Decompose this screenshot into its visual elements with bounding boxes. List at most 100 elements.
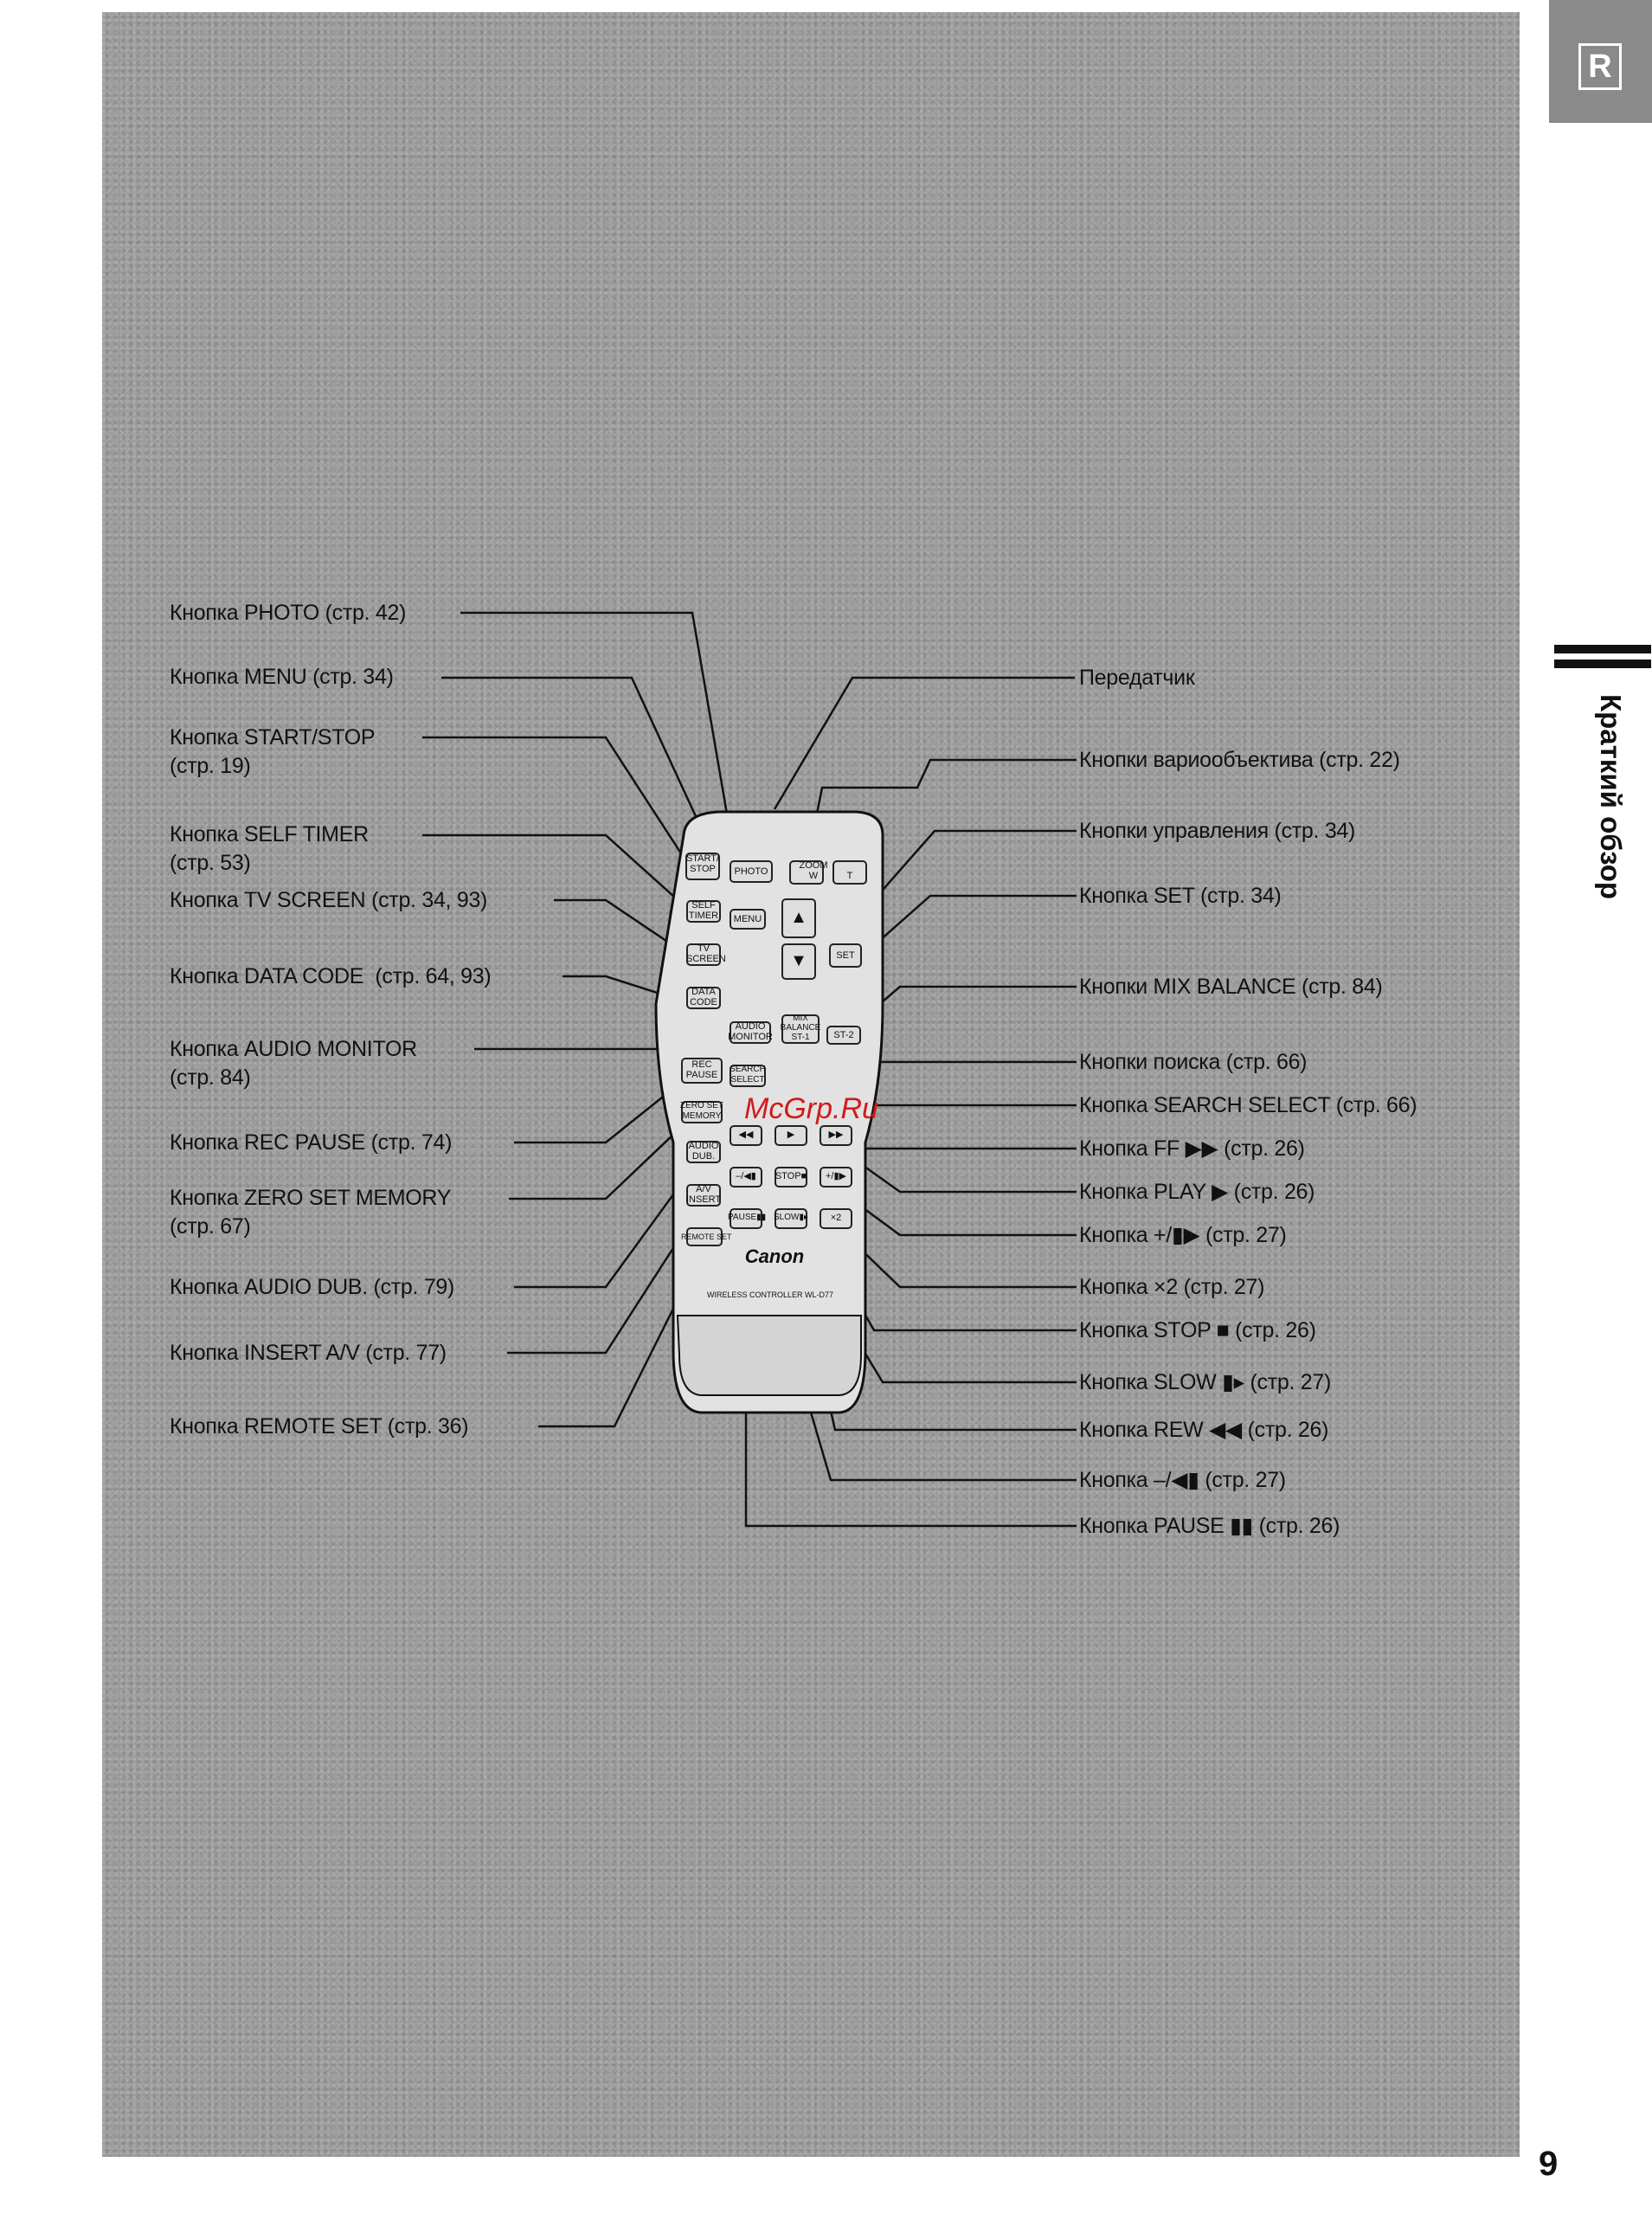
- remote-start-stop-text: START/ STOP: [685, 853, 720, 874]
- label-ff: Кнопка FF ▶▶ (стр. 26): [1079, 1136, 1305, 1161]
- remote-set-text: SET: [836, 950, 855, 961]
- label-audio-monitor: Кнопка AUDIO MONITOR (стр. 84): [170, 1037, 417, 1090]
- label-start-stop: Кнопка START/STOP (стр. 19): [170, 725, 376, 778]
- remote-zoom-t-button[interactable]: [832, 860, 867, 885]
- remote-menu-button[interactable]: [730, 909, 766, 930]
- remote-stop-text: STOP■: [775, 1171, 807, 1181]
- remote-tv-screen-text: TV SCREEN: [686, 943, 726, 964]
- remote-insert-av-button[interactable]: [686, 1184, 721, 1207]
- label-audio-dub: Кнопка AUDIO DUB. (стр. 79): [170, 1275, 455, 1299]
- remote-rec-pause-text: REC PAUSE: [685, 1059, 718, 1080]
- remote-photo-text: PHOTO: [734, 866, 768, 877]
- remote-search-select-button[interactable]: [730, 1065, 766, 1087]
- leader-audio-dub: [514, 1168, 694, 1289]
- leader-set: [856, 894, 1077, 962]
- remote-up-text: ▲: [790, 908, 807, 927]
- remote-audio-monitor-button[interactable]: [730, 1021, 771, 1044]
- label-control: Кнопки управления (стр. 34): [1079, 819, 1356, 843]
- leader-insert-av: [507, 1211, 698, 1355]
- leader-start-stop: [422, 736, 694, 872]
- remote-play-text: ▶: [787, 1130, 795, 1140]
- label-rew: Кнопка REW ◀◀ (стр. 26): [1079, 1418, 1329, 1442]
- remote-audio-dub-button[interactable]: [686, 1141, 721, 1163]
- label-search-select: Кнопка SEARCH SELECT (стр. 66): [1079, 1093, 1417, 1117]
- remote-zero-set-button[interactable]: [681, 1101, 723, 1123]
- remote-model: WIRELESS CONTROLLER WL-D77: [706, 1290, 834, 1299]
- remote-rec-pause-button[interactable]: [681, 1058, 723, 1084]
- remote-zoom-t-text: T: [846, 871, 853, 881]
- remote-audio-monitor-text: AUDIO MONITOR: [728, 1021, 773, 1042]
- label-stop: Кнопка STOP ■ (стр. 26): [1079, 1318, 1316, 1342]
- remote-minus-button[interactable]: [730, 1167, 762, 1187]
- label-tv-screen: Кнопка TV SCREEN (стр. 34, 93): [170, 888, 488, 912]
- remote-slow-button[interactable]: [775, 1208, 807, 1229]
- remote-plus-button[interactable]: [820, 1167, 852, 1187]
- remote-plus-text: +/▮▶: [826, 1171, 846, 1181]
- remote-pause-button[interactable]: [730, 1208, 762, 1229]
- leader-photo: [460, 611, 739, 875]
- remote-photo-button[interactable]: [730, 860, 773, 883]
- language-badge: R: [1578, 43, 1622, 90]
- remote-zoom-w-button[interactable]: [789, 860, 824, 885]
- label-remote-set: Кнопка REMOTE SET (стр. 36): [170, 1414, 469, 1438]
- leader-play: [830, 1141, 1077, 1194]
- remote-set-button[interactable]: [829, 943, 862, 968]
- label-plus: Кнопка +/▮▶ (стр. 27): [1079, 1223, 1287, 1247]
- remote-zero-set-text: ZERO SET MEMORY: [679, 1101, 723, 1121]
- remote-slow-text: SLOW▮▸: [774, 1213, 808, 1222]
- leader-zoom: [807, 758, 1077, 853]
- remote-remote-set-text: REMOTE SET: [681, 1233, 732, 1241]
- label-pause: Кнопка PAUSE ▮▮ (стр. 26): [1079, 1514, 1340, 1538]
- label-rec-pause: Кнопка REC PAUSE (стр. 74): [170, 1130, 453, 1155]
- label-self-timer: Кнопка SELF TIMER (стр. 53): [170, 822, 369, 875]
- remote-mix-st1-button[interactable]: [781, 1014, 820, 1044]
- remote-pause-text: PAUSE▮▮: [728, 1213, 767, 1222]
- label-transmitter: Передатчик: [1079, 666, 1195, 690]
- remote-start-stop-button[interactable]: [685, 853, 720, 880]
- label-data-code: Кнопка DATA CODE (стр. 64, 93): [170, 964, 492, 988]
- remote-play-button[interactable]: [775, 1125, 807, 1146]
- language-tab: [1549, 0, 1652, 123]
- remote-down-button[interactable]: [781, 943, 816, 980]
- label-mix-balance: Кнопки MIX BALANCE (стр. 84): [1079, 975, 1383, 999]
- remote-up-button[interactable]: [781, 898, 816, 938]
- remote-zoom-w-text: ZOOM W: [799, 860, 828, 881]
- remote-x2-text: ×2: [830, 1213, 842, 1223]
- remote-menu-text: MENU: [733, 914, 762, 924]
- remote-rew-button[interactable]: [730, 1125, 762, 1146]
- remote-remote-set-button[interactable]: [686, 1227, 723, 1246]
- remote-tv-screen-button[interactable]: [686, 943, 721, 966]
- remote-mix-st1-text: MIX BALANCE ST-1: [780, 1014, 821, 1042]
- remote-stop-button[interactable]: [775, 1167, 807, 1187]
- watermark: McGrp.Ru: [744, 1092, 878, 1125]
- remote-data-code-button[interactable]: [686, 987, 721, 1009]
- remote-mix-st2-text: ST-2: [833, 1030, 854, 1040]
- remote-brand: Canon: [744, 1245, 805, 1267]
- label-slow: Кнопка SLOW ▮▸ (стр. 27): [1079, 1370, 1331, 1394]
- label-set: Кнопка SET (стр. 34): [1079, 884, 1282, 908]
- remote-audio-dub-text: AUDIO DUB.: [688, 1141, 719, 1162]
- remote-ff-text: ▶▶: [828, 1130, 844, 1140]
- remote-search-select-text: SEARCH SELECT: [730, 1065, 766, 1084]
- leader-self-timer: [422, 833, 693, 914]
- leader-zero-set: [509, 1116, 693, 1200]
- leader-transmitter: [773, 676, 1075, 810]
- label-search: Кнопки поиска (стр. 66): [1079, 1050, 1308, 1074]
- label-play: Кнопка PLAY ▶ (стр. 26): [1079, 1180, 1315, 1204]
- remote-self-timer-text: SELF TIMER: [688, 900, 719, 921]
- label-zoom: Кнопки вариообъектива (стр. 22): [1079, 748, 1400, 772]
- remote-down-text: ▼: [790, 951, 807, 970]
- label-menu: Кнопка MENU (стр. 34): [170, 665, 394, 689]
- label-minus: Кнопка –/◀▮ (стр. 27): [1079, 1468, 1286, 1492]
- leader-tv-screen: [554, 898, 689, 957]
- remote-x2-button[interactable]: [820, 1208, 852, 1229]
- label-photo: Кнопка PHOTO (стр. 42): [170, 601, 407, 625]
- remote-minus-text: –/◀▮: [736, 1171, 756, 1181]
- remote-rew-text: ◀◀: [738, 1130, 754, 1140]
- label-zero-set: Кнопка ZERO SET MEMORY (стр. 67): [170, 1186, 452, 1239]
- remote-mix-st2-button[interactable]: [826, 1026, 861, 1045]
- remote-self-timer-button[interactable]: [686, 900, 721, 923]
- remote-ff-button[interactable]: [820, 1125, 852, 1146]
- remote-data-code-text: DATA CODE: [690, 987, 717, 1007]
